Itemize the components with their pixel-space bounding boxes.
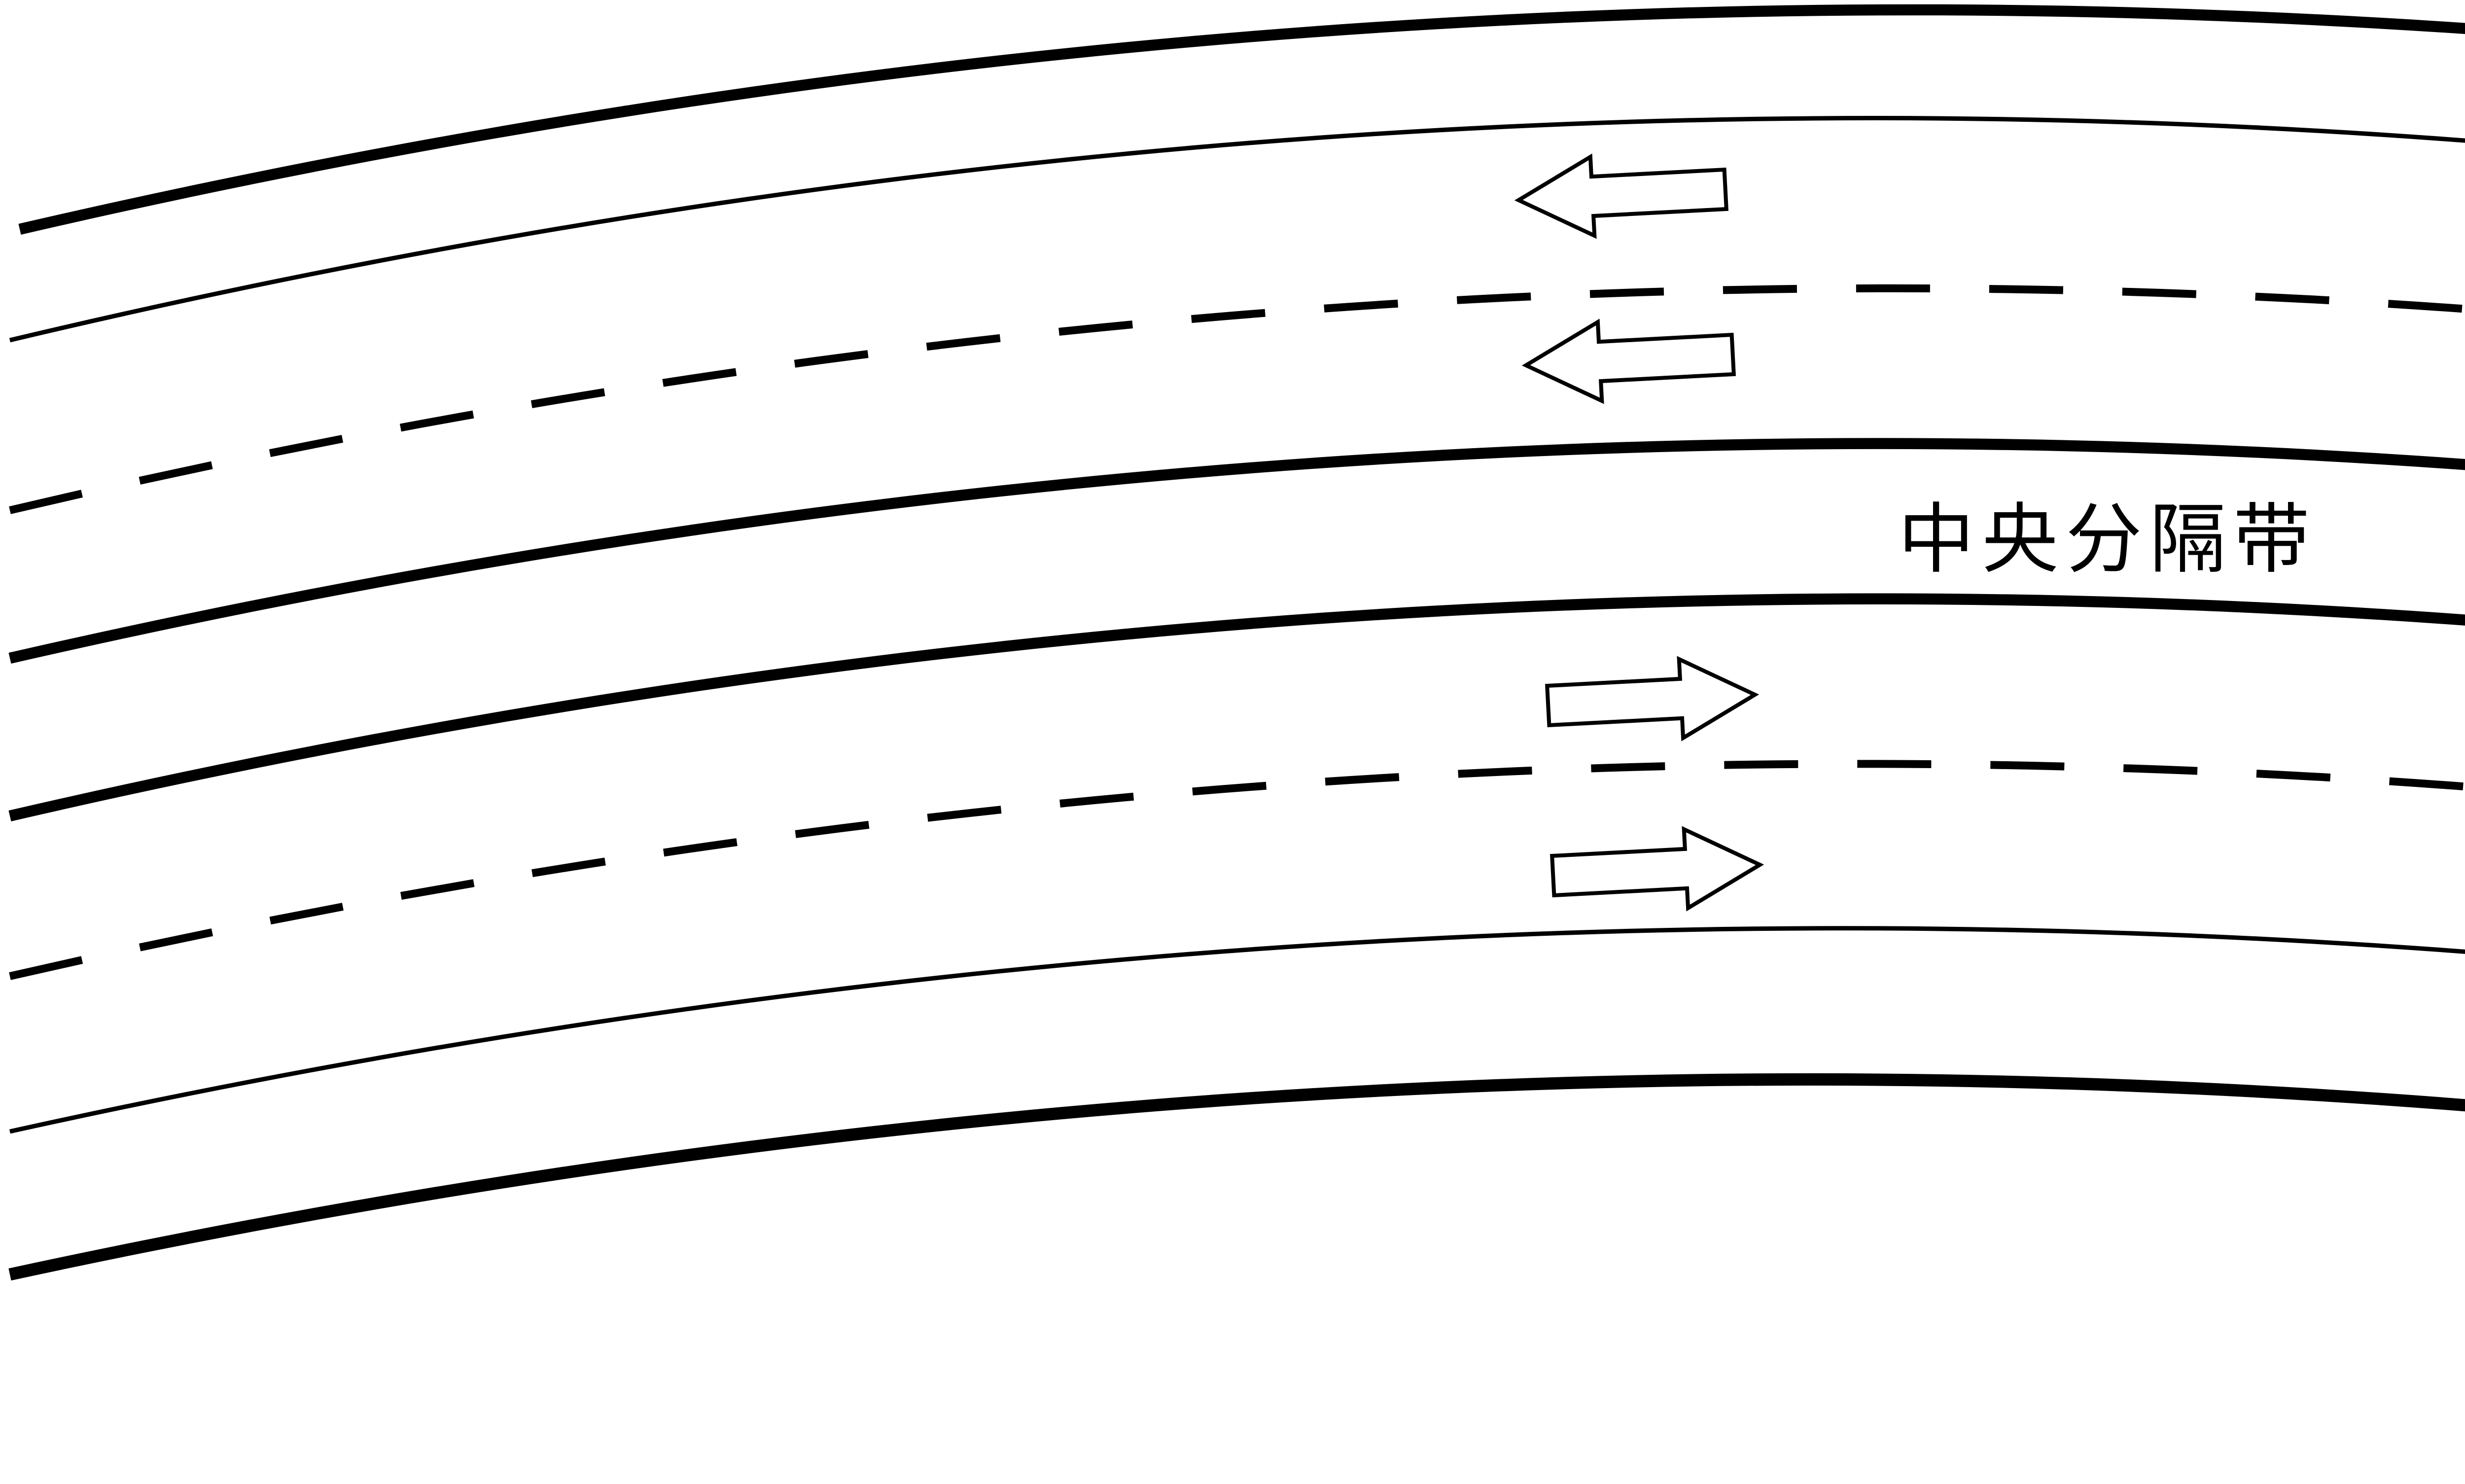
outer-edge-line-top: [18, 4, 2465, 235]
lane-divider-dashed-bottom: [9, 760, 2465, 980]
median-edge-line-bottom: [8, 593, 2465, 821]
shoulder-line-top: [9, 116, 2465, 343]
direction-arrow-left-2: [1521, 318, 1736, 404]
shoulder-line-bottom: [9, 926, 2465, 1134]
median-label: 中央分隔带: [1898, 496, 2317, 583]
direction-arrow-right-2: [1549, 826, 1764, 912]
direction-arrow-right-1: [1545, 656, 1760, 742]
direction-arrow-left-1: [1514, 153, 1729, 239]
median-edge-line-top: [8, 438, 2465, 664]
outer-edge-line-bottom: [8, 1073, 2465, 1281]
